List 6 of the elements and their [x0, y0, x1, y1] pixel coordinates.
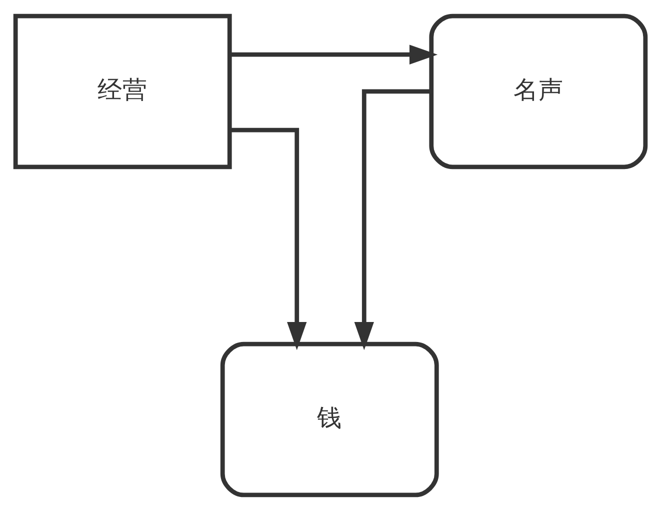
arrow — [230, 44, 438, 64]
node-box: 经营 — [13, 14, 232, 170]
node-box: 钱 — [220, 342, 439, 498]
arrow — [354, 89, 431, 350]
node-box: 名声 — [429, 14, 648, 170]
arrow — [230, 128, 307, 350]
